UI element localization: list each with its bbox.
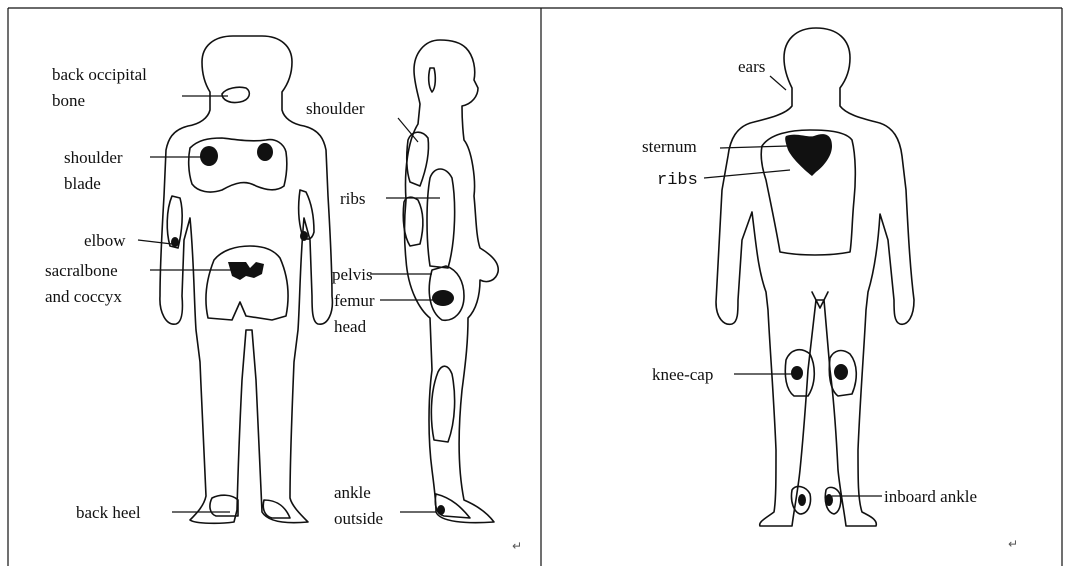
label-ears: ears bbox=[738, 57, 765, 76]
label-shoulder-blade-line1: shoulder bbox=[64, 148, 123, 167]
label-back-heel: back heel bbox=[76, 503, 141, 522]
label-shoulder: shoulder bbox=[306, 99, 365, 118]
label-back-occipital-line2: bone bbox=[52, 91, 85, 110]
front-view-figure bbox=[716, 28, 914, 526]
label-knee-cap: knee-cap bbox=[652, 365, 713, 384]
side-view-figure bbox=[403, 40, 498, 523]
label-sacralbone-line1: sacralbone bbox=[45, 261, 118, 280]
right-labels: ears sternum ribs knee-cap inboard ankle bbox=[642, 57, 977, 506]
return-mark-left: ↵ bbox=[512, 539, 522, 553]
label-ribs-front: ribs bbox=[657, 171, 698, 190]
left-leader-lines bbox=[138, 96, 440, 512]
label-elbow: elbow bbox=[84, 231, 126, 250]
label-back-occipital-line1: back occipital bbox=[52, 65, 147, 84]
label-shoulder-blade-line2: blade bbox=[64, 174, 101, 193]
label-ankle-outside-line1: ankle bbox=[334, 483, 371, 502]
label-inboard-ankle: inboard ankle bbox=[884, 487, 977, 506]
frame bbox=[8, 8, 1062, 566]
label-sternum: sternum bbox=[642, 137, 697, 156]
label-pelvis: pelvis bbox=[332, 265, 373, 284]
label-femur-head-line2: head bbox=[334, 317, 367, 336]
label-ribs-side: ribs bbox=[340, 189, 366, 208]
label-femur-head-line1: femur bbox=[334, 291, 375, 310]
label-ankle-outside-line2: outside bbox=[334, 509, 383, 528]
label-sacralbone-line2: and coccyx bbox=[45, 287, 122, 306]
return-mark-right: ↵ bbox=[1008, 537, 1018, 551]
